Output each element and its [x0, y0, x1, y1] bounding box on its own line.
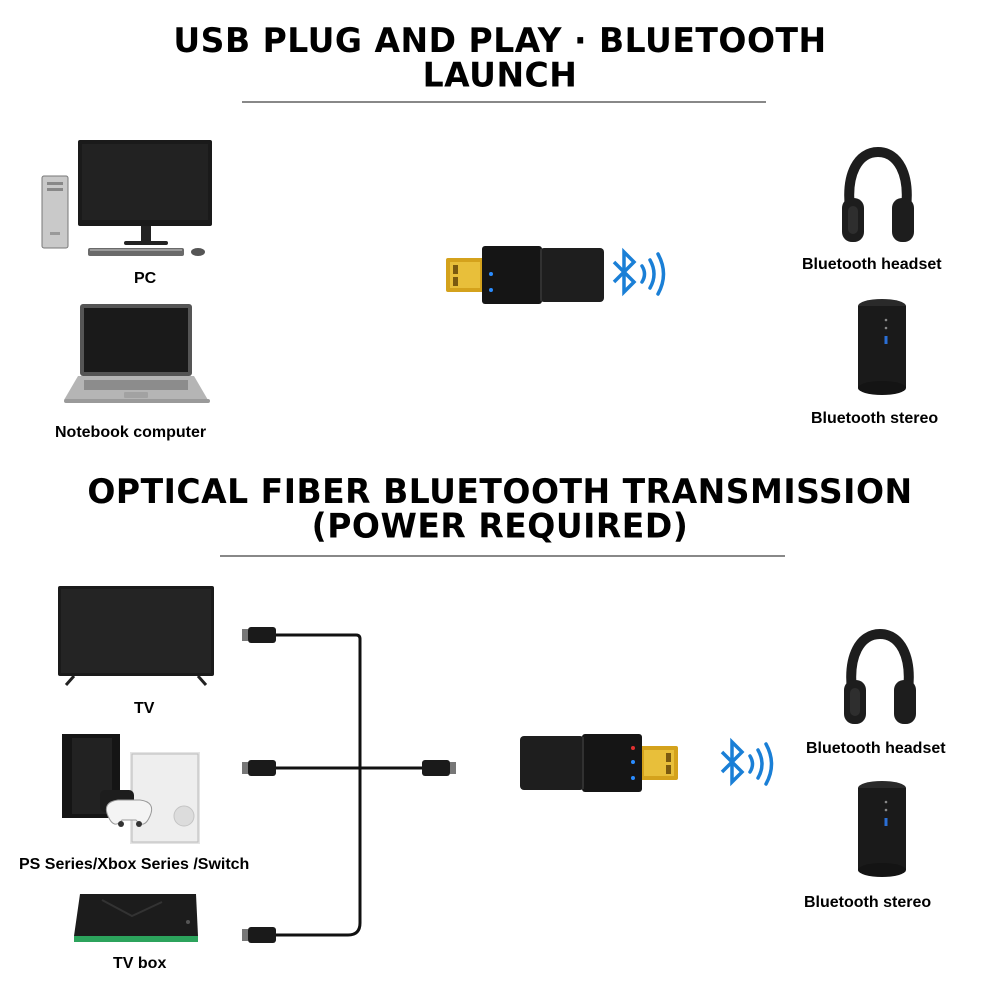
desktop-pc-icon — [41, 140, 212, 256]
headset-label-1: Bluetooth headset — [802, 256, 942, 273]
speaker-icon — [858, 299, 906, 395]
section2-title: OPTICAL FIBER BLUETOOTH TRANSMISSION (PO… — [0, 474, 1000, 543]
stereo-label-2: Bluetooth stereo — [804, 894, 932, 911]
laptop-icon — [64, 304, 210, 403]
section1-title-line1: USB PLUG AND PLAY · BLUETOOTH — [173, 20, 827, 61]
stereo-label-1: Bluetooth stereo — [811, 410, 939, 427]
console-label: PS Series/Xbox Series /Switch — [19, 856, 250, 873]
bluetooth-icon — [720, 737, 774, 787]
section1-title-line2: LAUNCH — [422, 54, 578, 95]
section1-divider — [242, 101, 766, 103]
pc-label: PC — [134, 270, 157, 287]
usb-adapter-icon — [520, 734, 678, 792]
usb-adapter-icon — [446, 246, 604, 304]
headphones-icon — [844, 628, 916, 724]
game-console-icon — [62, 734, 200, 844]
speaker-icon — [858, 781, 906, 877]
section1-title: USB PLUG AND PLAY · BLUETOOTH LAUNCH — [0, 23, 1000, 92]
section2-divider — [220, 555, 785, 557]
notebook-label: Notebook computer — [55, 424, 207, 441]
tv-label: TV — [134, 700, 155, 717]
tvbox-label: TV box — [113, 955, 167, 972]
section2-title-line1: OPTICAL FIBER BLUETOOTH TRANSMISSION — [87, 471, 913, 512]
tv-box-icon — [74, 894, 198, 942]
optical-cable-icon — [242, 627, 456, 943]
headphones-icon — [842, 146, 914, 242]
section2-title-line2: (POWER REQUIRED) — [311, 505, 689, 546]
tv-icon — [58, 586, 214, 686]
headset-label-2: Bluetooth headset — [806, 740, 946, 757]
bluetooth-icon — [612, 247, 666, 297]
